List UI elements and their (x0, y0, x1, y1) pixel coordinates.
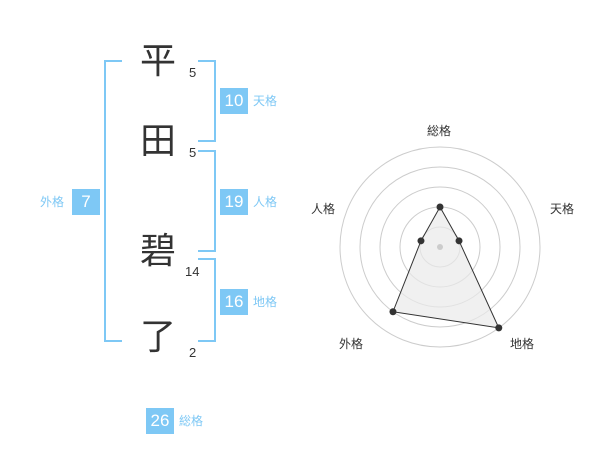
radar-point-5 (417, 237, 425, 245)
radar-polygon (392, 205, 500, 329)
soukaku-label: 総格 (179, 414, 204, 428)
radar-ring (359, 166, 521, 328)
gaikaku-label: 外格 (40, 195, 65, 209)
tenkaku-label: 天格 (253, 94, 278, 108)
radar-point-4 (389, 308, 397, 316)
stroke-count-1: 5 (189, 65, 197, 80)
chikaku-label: 地格 (253, 295, 278, 309)
stroke-count-2: 5 (189, 145, 197, 160)
radar-label-soukaku: 総格 (427, 124, 452, 138)
radar-label-chikaku: 地格 (510, 337, 535, 351)
gaikaku-bracket (104, 60, 122, 342)
radar-center (437, 244, 443, 250)
name-char-4: 了 (139, 317, 176, 358)
name-char-3: 碧 (139, 231, 176, 272)
name-char-1: 平 (139, 41, 176, 82)
radar-point-2 (455, 237, 463, 245)
stroke-count-3: 14 (185, 264, 200, 279)
jinkaku-value: 19 (220, 189, 248, 215)
stroke-count-4: 2 (189, 345, 197, 360)
name-char-2: 田 (139, 121, 176, 162)
chikaku-value: 16 (220, 289, 248, 315)
jinkaku-bracket (198, 150, 216, 252)
chikaku-bracket (198, 258, 216, 342)
radar-point-3 (495, 324, 503, 332)
radar-label-gaikaku: 外格 (339, 337, 364, 351)
radar-label-jinkaku: 人格 (311, 202, 336, 216)
gaikaku-value: 7 (72, 189, 100, 215)
radar-ring (339, 146, 541, 348)
tenkaku-bracket (198, 60, 216, 142)
radar-label-tenkaku: 天格 (550, 202, 575, 216)
radar-point-1 (436, 203, 444, 211)
soukaku-value: 26 (146, 408, 174, 434)
jinkaku-label: 人格 (253, 195, 278, 209)
tenkaku-value: 10 (220, 88, 248, 114)
